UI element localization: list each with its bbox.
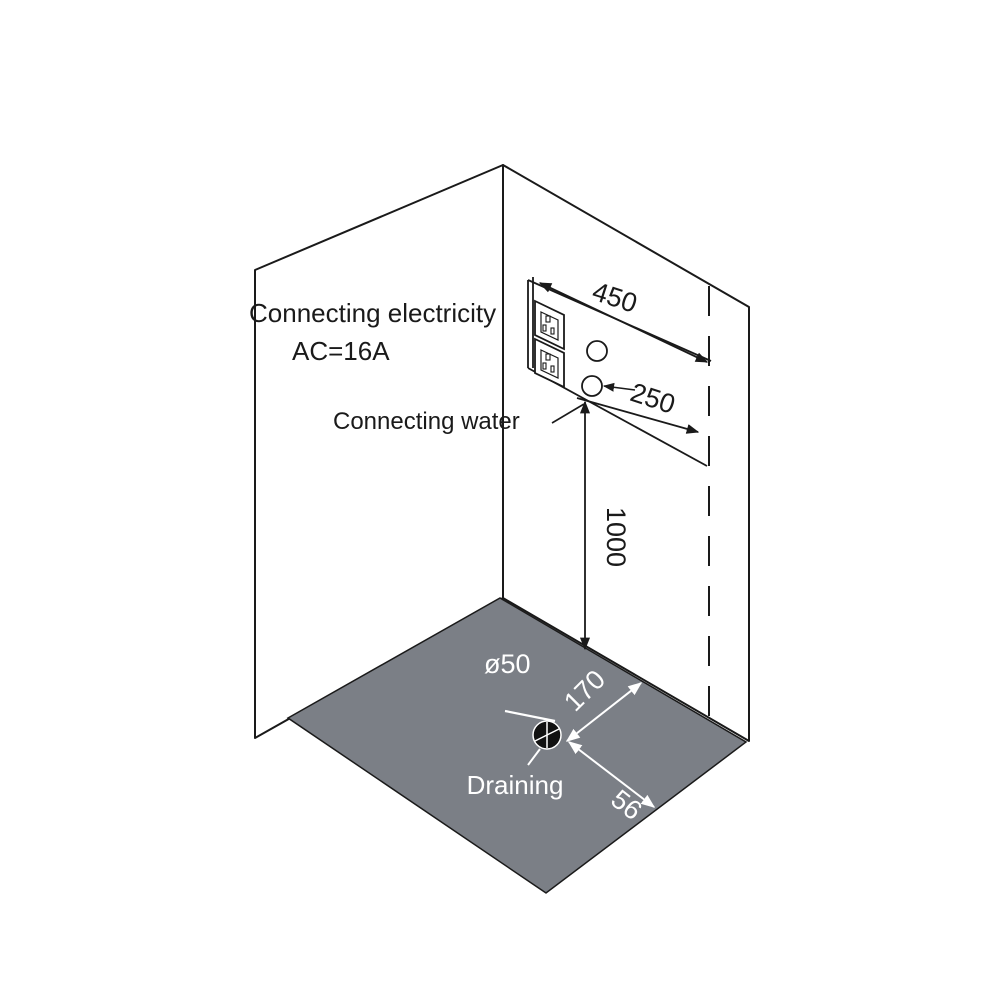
dimension-250-line	[576, 397, 700, 434]
dimension-450-line	[538, 282, 709, 363]
ac-rating-label: AC=16A	[292, 336, 390, 366]
electricity-label: Connecting electricity	[249, 298, 496, 328]
drain-label-leader	[527, 748, 541, 766]
dimension-1000-label: 1000	[601, 507, 631, 567]
water-label: Connecting water	[333, 408, 520, 435]
draining-label: Draining	[467, 770, 564, 800]
shower-floor	[286, 597, 748, 894]
diameter-label: ø50	[484, 649, 531, 679]
dimension-250-arrow	[602, 382, 636, 392]
water-leader-line	[551, 403, 585, 424]
drain-icon	[532, 720, 562, 750]
dimension-56-line	[567, 741, 656, 808]
dimension-170-line	[565, 682, 643, 742]
drain-leader-line	[504, 709, 556, 723]
